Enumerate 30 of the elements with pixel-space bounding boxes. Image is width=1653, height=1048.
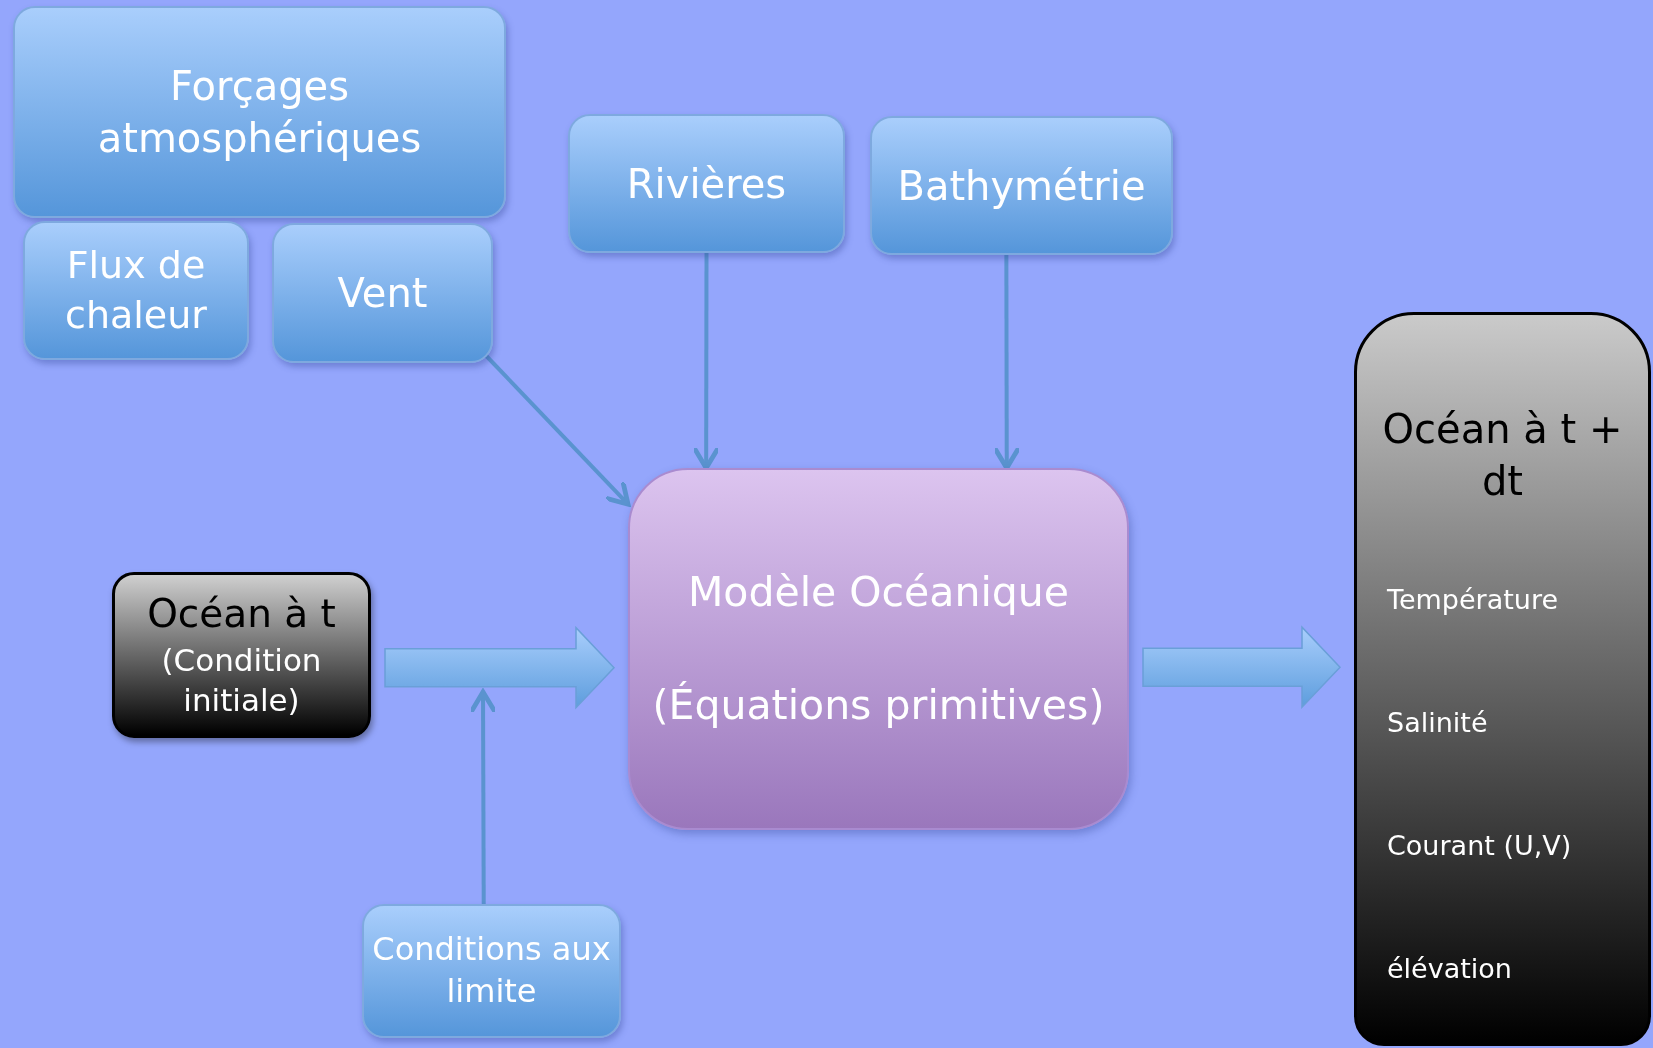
box-title: Rivières (626, 159, 787, 209)
box-text: Courant (U,V) (1386, 829, 1572, 864)
block-arrow (384, 625, 616, 710)
box-title: Océan à t (147, 590, 336, 639)
process-box (272, 223, 493, 363)
box-title: Forçages atmosphériques (96, 62, 423, 163)
process-box (628, 468, 1129, 830)
box-title: Conditions aux limite (371, 929, 612, 1012)
box-text: (Condition initiale) (160, 641, 323, 721)
process-box (870, 116, 1173, 255)
output-panel (1354, 312, 1651, 1046)
block-arrow (1142, 625, 1342, 710)
process-box (568, 114, 845, 253)
process-box (13, 6, 506, 218)
box-text: Salinité (1386, 706, 1488, 741)
box-title: Bathymétrie (897, 161, 1146, 211)
box-text: élévation (1386, 952, 1512, 987)
arrow (992, 255, 1022, 471)
arrow (691, 253, 721, 471)
box-title: Modèle Océanique (687, 566, 1070, 618)
process-box (23, 221, 249, 360)
arrow (484, 354, 631, 507)
box-text: (Équations primitives) (652, 680, 1105, 731)
box-title: Vent (337, 269, 428, 318)
box-title: Flux de chaleur (64, 242, 208, 339)
arrow (468, 689, 498, 904)
process-box (362, 904, 621, 1038)
box-text: Température (1386, 583, 1559, 617)
process-box (112, 572, 371, 738)
box-title: Océan à t + dt (1381, 405, 1624, 506)
